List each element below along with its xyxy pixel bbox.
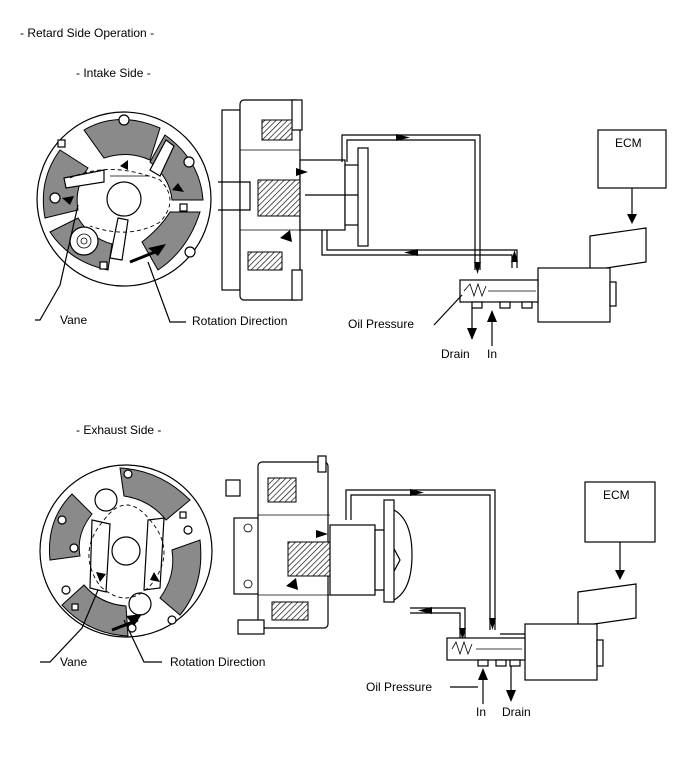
intake-rotation-leader: [147, 261, 186, 323]
exhaust-ecm-label: ECM: [603, 488, 630, 502]
exhaust-oil-pressure-label: Oil Pressure: [366, 680, 432, 694]
exhaust-rotation-label: Rotation Direction: [170, 655, 265, 669]
intake-ecm-label: ECM: [615, 136, 642, 150]
exhaust-rotor: [39, 464, 213, 638]
exhaust-section: - Exhaust Side -: [39, 423, 656, 719]
exhaust-in-arrow: [478, 668, 488, 680]
intake-oil-pressure-label: Oil Pressure: [348, 317, 414, 331]
intake-oil-pressure-leader: [433, 294, 463, 326]
intake-in-arrow: [487, 310, 497, 322]
intake-oil-passages: [321, 134, 518, 274]
exhaust-vane-label: Vane: [60, 655, 87, 669]
intake-spool-plate: [357, 147, 369, 247]
exhaust-controller-section: [225, 455, 413, 635]
exhaust-oil-control-valve: [446, 583, 637, 681]
intake-rotation-label: Rotation Direction: [192, 314, 287, 328]
intake-controller-section: [218, 99, 360, 301]
exhaust-oil-passages: [345, 489, 496, 640]
exhaust-vane-leader: [40, 589, 99, 663]
intake-heading: - Intake Side -: [76, 66, 151, 80]
exhaust-drain-arrow: [506, 690, 516, 702]
intake-in-label: In: [487, 347, 497, 361]
exhaust-ecm-box: ECM: [584, 481, 656, 580]
intake-vane-label: Vane: [60, 313, 87, 327]
exhaust-drain-label: Drain: [502, 705, 531, 719]
page-title: - Retard Side Operation -: [20, 26, 154, 40]
intake-drain-label: Drain: [441, 347, 470, 361]
exhaust-rotation-leader: [123, 619, 162, 663]
intake-drain-arrow: [467, 328, 477, 340]
intake-ecm-box: ECM: [597, 129, 667, 224]
intake-vane-leader: [35, 204, 79, 321]
intake-section: - Intake Side -: [35, 66, 667, 361]
exhaust-in-label: In: [476, 705, 486, 719]
intake-oil-control-valve: [459, 227, 647, 323]
exhaust-heading: - Exhaust Side -: [76, 423, 161, 437]
intake-rotor: [36, 111, 212, 287]
